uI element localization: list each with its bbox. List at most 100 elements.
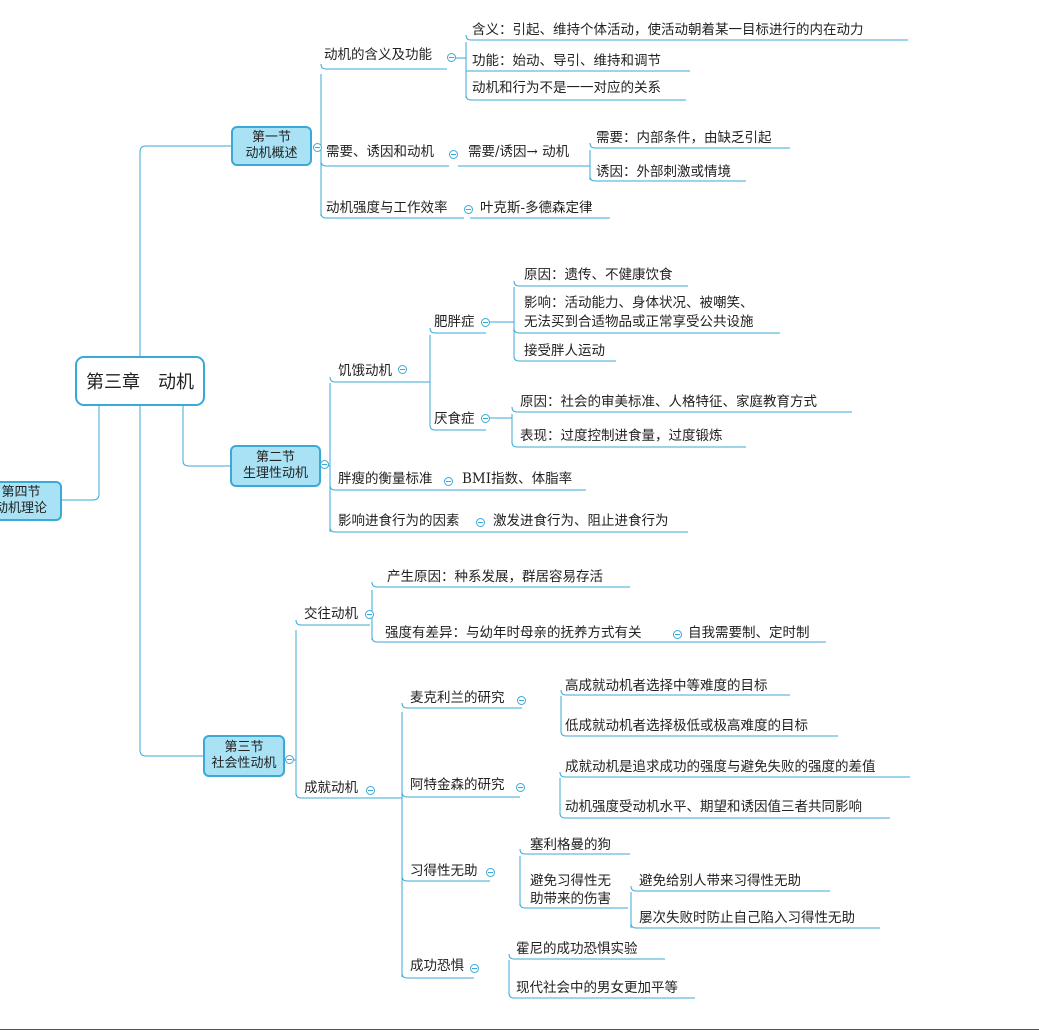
topic-s3-fs2[interactable]: 现代社会中的男女更加平等 [516,980,678,996]
topic-s1-b1[interactable]: 需要：内部条件，由缺乏引起 [596,130,772,146]
topic-s2-measure[interactable]: 胖瘦的衡量标准 [338,471,433,487]
topic-s1-a[interactable]: 动机的含义及功能 [324,47,432,63]
topic-s3-af1[interactable]: 产生原因：种系发展，群居容易存活 [387,569,603,585]
collapse-toggle-icon[interactable] [365,610,374,619]
topic-s3-lh[interactable]: 习得性无助 [410,863,478,879]
connector-line [560,689,790,696]
connector-line [559,812,890,819]
connector-line [519,902,628,909]
connector-line [320,212,464,219]
topic-s2-obesity[interactable]: 肥胖症 [434,314,475,330]
topic-s2-factors[interactable]: 影响进食行为的因素 [338,513,460,529]
connector-line [320,63,447,70]
topic-s3-lh1[interactable]: 塞利格曼的狗 [530,837,611,853]
collapse-toggle-icon[interactable] [470,964,479,973]
topic-s1-b[interactable]: 需要、诱因和动机 [326,144,434,160]
topic-s3-af2[interactable]: 强度有差异：与幼年时母亲的抚养方式有关 [385,625,642,641]
topic-s3-at[interactable]: 阿特金森的研究 [410,777,505,793]
connector-line [508,992,695,999]
topic-s2-hunger[interactable]: 饥饿动机 [338,363,392,379]
topic-s3-af2b[interactable]: 自我需要制、定时制 [688,625,810,641]
connector-line [401,791,520,798]
topic-s3-mc1[interactable]: 高成就动机者选择中等难度的目标 [565,678,768,694]
topic-s2-an2[interactable]: 表现：过度控制进食量，过度锻炼 [520,428,723,444]
collapse-toggle-icon[interactable] [449,150,458,159]
connector-line [560,730,838,737]
connector-line [465,34,908,41]
collapse-toggle-icon[interactable] [476,518,485,527]
topic-s1-c[interactable]: 动机强度与工作效率 [326,200,448,216]
topic-s3-at1[interactable]: 成就动机是追求成功的强度与避免失败的强度的差值 [565,759,876,775]
collapse-toggle-icon[interactable] [398,365,407,374]
connector-line [589,175,746,182]
topic-s3-achieve[interactable]: 成就动机 [304,780,358,796]
collapse-toggle-icon[interactable] [366,786,375,795]
collapse-toggle-icon[interactable] [313,143,322,152]
topic-s2-an1[interactable]: 原因：社会的审美标准、人格特征、家庭教育方式 [520,394,817,410]
topic-s2-factors1[interactable]: 激发进食行为、阻止进食行为 [493,513,669,529]
topic-s3-at2[interactable]: 动机强度受动机水平、期望和诱因值三者共同影响 [565,799,862,815]
connector-line [329,526,688,533]
section-4-node[interactable]: 第四节 动机理论 [0,481,62,521]
topic-s1-a1[interactable]: 含义：引起、维持个体活动，使活动朝着某一目标进行的内在动力 [472,22,864,38]
connector-line [295,792,370,799]
topic-s3-fs1[interactable]: 霍尼的成功恐惧实验 [516,941,638,957]
connector-line [139,145,231,356]
connector-line [508,953,665,960]
topic-s2-ob2-l1[interactable]: 影响：活动能力、身体状况、被嘲笑、 [524,295,754,311]
connector-line [513,280,688,287]
section-1-node[interactable]: 第一节 动机概述 [231,126,312,166]
collapse-toggle-icon[interactable] [517,696,526,705]
collapse-toggle-icon[interactable] [447,53,456,62]
topic-s2-measure1[interactable]: BMI指数、体脂率 [462,471,573,487]
section-2-node[interactable]: 第二节 生理性动机 [230,445,321,487]
topic-s2-ob3[interactable]: 接受胖人运动 [524,343,605,359]
connector-line [630,922,880,929]
section-3-node[interactable]: 第三节 社会性动机 [203,735,285,777]
collapse-toggle-icon[interactable] [486,868,495,877]
topic-s3-mc2[interactable]: 低成就动机者选择极低或极高难度的目标 [565,718,808,734]
connector-line [295,619,370,626]
connector-line [371,581,630,588]
collapse-toggle-icon[interactable] [673,630,682,639]
topic-s1-b-mid[interactable]: 需要/诱因→ 动机 [468,144,570,160]
connector-line [511,406,852,413]
topic-s3-affil[interactable]: 交往动机 [304,606,358,622]
topic-s3-mc[interactable]: 麦克利兰的研究 [410,690,505,706]
connector-line [401,702,522,709]
connector-line [182,406,230,467]
collapse-toggle-icon[interactable] [481,318,490,327]
topic-s2-anorexia[interactable]: 厌食症 [434,411,475,427]
topic-s3-lh2-l2[interactable]: 助带来的伤害 [530,891,611,907]
connector-line [511,441,746,448]
connector-line [371,636,826,643]
topic-s1-b2[interactable]: 诱因：外部刺激或情境 [596,164,731,180]
collapse-toggle-icon[interactable] [320,460,329,469]
connector-line [62,406,100,501]
topic-s2-ob2-l2[interactable]: 无法买到合适物品或正常享受公共设施 [524,314,754,330]
topic-s3-lh2b[interactable]: 屡次失败时防止自己陷入习得性无助 [639,910,855,926]
connector-line [465,94,686,101]
connector-line [139,406,203,757]
root-topic[interactable]: 第三章 动机 [75,356,205,406]
topic-s1-a3[interactable]: 动机和行为不是一一对应的关系 [472,80,661,96]
bottom-rule [0,1029,1039,1030]
topic-s3-lh2a[interactable]: 避免给别人带来习得性无助 [639,873,801,889]
connector-line [401,972,474,979]
topic-s3-lh2-l1[interactable]: 避免习得性无 [530,873,611,889]
collapse-toggle-icon[interactable] [444,477,453,486]
topic-s1-a2[interactable]: 功能：始动、导引、维持和调节 [472,53,661,69]
connector-line [589,142,790,149]
connector-line [513,327,780,334]
topic-s1-c1[interactable]: 叶克斯-多德森定律 [480,200,593,216]
topic-s2-ob1[interactable]: 原因：遗传、不健康饮食 [524,267,673,283]
connector-line [513,355,616,362]
topic-s3-fs[interactable]: 成功恐惧 [410,958,464,974]
collapse-toggle-icon[interactable] [481,414,490,423]
collapse-toggle-icon[interactable] [516,783,525,792]
collapse-toggle-icon[interactable] [285,755,294,764]
connector-line [429,424,486,431]
connector-line [329,484,586,491]
connector-line [401,875,490,882]
collapse-toggle-icon[interactable] [464,205,473,214]
